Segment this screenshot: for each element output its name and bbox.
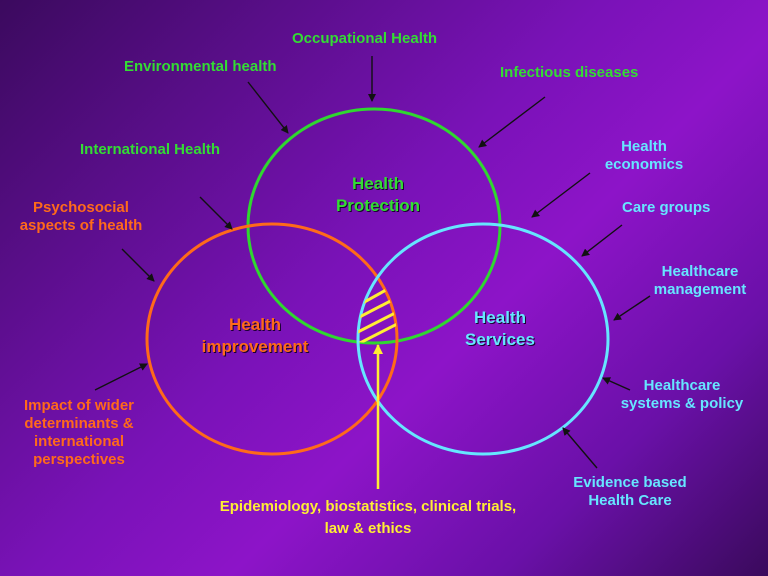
health-services-label: Health Services <box>465 308 535 349</box>
healthcare-management-label: Healthcare management <box>653 263 747 298</box>
impact-of-wider-determinants-label: Impact of wider determinants & internati… <box>23 397 135 468</box>
health-improvement-circle <box>145 222 399 456</box>
epidemiology-label: Epidemiology, biostatistics, clinical tr… <box>219 498 517 537</box>
health-protection-label: Health Protection <box>335 174 421 215</box>
occupational-health-label: Occupational Health <box>292 30 438 47</box>
infectious-diseases-label: Infectious diseases <box>500 64 639 81</box>
health-economics-label: Health economics <box>604 138 684 173</box>
health-services-circle <box>356 222 610 456</box>
arrow-impact <box>94 363 148 391</box>
arrow-environmental <box>247 81 289 134</box>
arrow-infectious <box>478 96 546 148</box>
arrow-systems <box>602 377 631 391</box>
healthcare-systems-label: Healthcare systems & policy <box>620 377 744 412</box>
psychosocial-label: Psychosocial aspects of health <box>19 199 143 234</box>
arrow-care-groups <box>581 224 623 257</box>
arrow-international <box>199 196 233 230</box>
environmental-health-label: Environmental health <box>124 58 277 75</box>
health-improvement-label: Health improvement <box>201 315 309 356</box>
arrow-economics <box>531 172 591 218</box>
arrow-psychosocial <box>121 248 155 282</box>
evidence-based-label: Evidence based Health Care <box>573 474 687 509</box>
arrow-management <box>613 295 651 321</box>
international-health-label: International Health <box>80 141 221 158</box>
arrow-evidence <box>562 427 598 469</box>
care-groups-label: Care groups <box>622 199 711 216</box>
